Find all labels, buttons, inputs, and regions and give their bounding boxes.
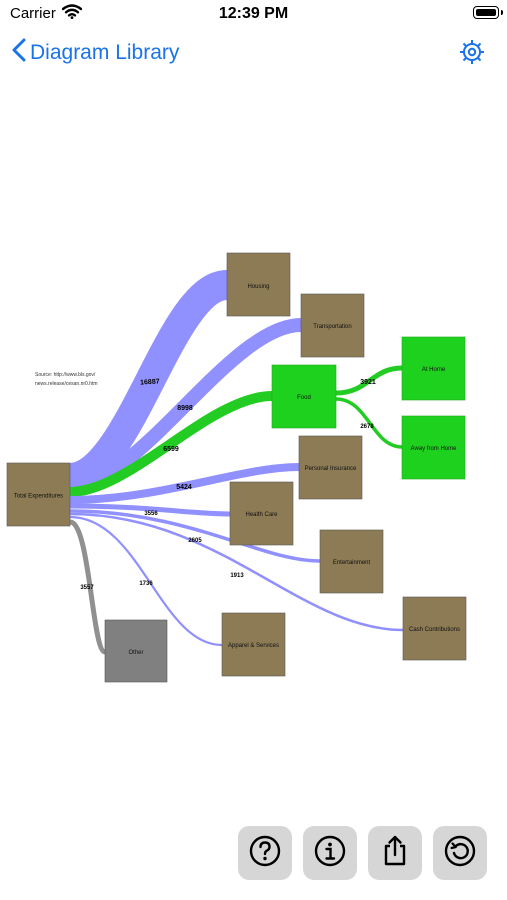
link-total-other [68,519,108,655]
node-apparel[interactable] [221,612,286,677]
gear-icon [459,40,485,69]
settings-button[interactable] [459,39,485,70]
flow-label-at-home: 3921 [360,379,376,386]
status-bar: Carrier 12:39 PM [0,0,507,30]
back-button[interactable]: Diagram Library [12,38,179,67]
link-total-cash-contributions [69,512,404,632]
node-housing[interactable] [226,252,291,317]
link-total-health-care [69,503,231,517]
flow-label-away-from-home: 2678 [360,424,374,430]
source-note-line1: Source: http://www.bls.gov/ [35,372,96,378]
battery-icon [473,6,503,19]
node-label-transportation: Transportation [313,324,351,330]
node-label-food: Food [297,395,311,401]
node-label-entertainment: Entertainment [333,560,371,566]
link-total-food [69,391,273,497]
carrier-label: Carrier [10,5,56,22]
flow-label-cash-contributions: 1913 [230,573,244,579]
node-away-from-home[interactable] [401,415,466,480]
link-total-personal-insurance [69,463,300,504]
link-total-apparel [69,515,223,647]
node-label-at-home: At Home [422,367,446,373]
link-total-transportation [69,318,302,493]
reset-icon [443,834,477,873]
node-other[interactable] [104,619,168,683]
flow-label-personal-insurance: 5424 [176,484,192,491]
node-label-personal-insurance: Personal Insurance [305,466,357,472]
info-button[interactable] [303,826,357,880]
wifi-icon [61,4,83,24]
flow-label-entertainment: 2605 [188,538,202,544]
node-entertainment[interactable] [319,529,384,594]
node-at-home[interactable] [401,336,466,401]
node-label-cash-contributions: Cash Contributions [409,627,460,633]
reset-button[interactable] [433,826,487,880]
flow-label-other: 3557 [80,585,94,591]
flow-label-housing: 16887 [140,378,160,386]
back-label: Diagram Library [30,40,180,64]
help-button[interactable] [238,826,292,880]
chevron-left-icon [12,38,26,67]
link-total-entertainment [69,509,321,563]
link-total-housing [67,270,230,493]
node-cash-contributions[interactable] [402,596,467,661]
node-label-apparel: Apparel & Services [228,643,279,649]
info-icon [313,834,347,873]
bottom-toolbar [238,826,490,882]
share-icon [378,834,412,873]
link-food-at-home [335,365,403,396]
flow-label-health-care: 3556 [144,511,158,517]
flow-label-food: 6599 [163,446,179,453]
node-health-care[interactable] [229,481,294,546]
node-label-other: Other [128,650,143,656]
clock: 12:39 PM [218,5,289,22]
node-personal-insurance[interactable] [298,435,363,500]
node-food[interactable] [271,364,337,429]
sankey-diagram: Source: http://www.bls.gov/ news.release… [0,80,507,800]
node-label-health-care: Health Care [245,512,278,518]
node-label-away-from-home: Away from Home [411,446,458,452]
source-note-line2: news.release/cesan.nr0.htm [35,381,98,387]
node-transportation[interactable] [300,293,365,358]
share-button[interactable] [368,826,422,880]
flow-label-transportation: 8998 [177,405,193,412]
nav-bar: Diagram Library [0,30,507,76]
help-icon [248,834,282,873]
node-total-expenditures[interactable] [6,462,71,527]
node-label-total: Total Expenditures [14,494,63,500]
link-food-away-from-home [335,397,403,449]
flow-label-apparel: 1736 [139,581,153,587]
node-label-housing: Housing [247,284,269,290]
